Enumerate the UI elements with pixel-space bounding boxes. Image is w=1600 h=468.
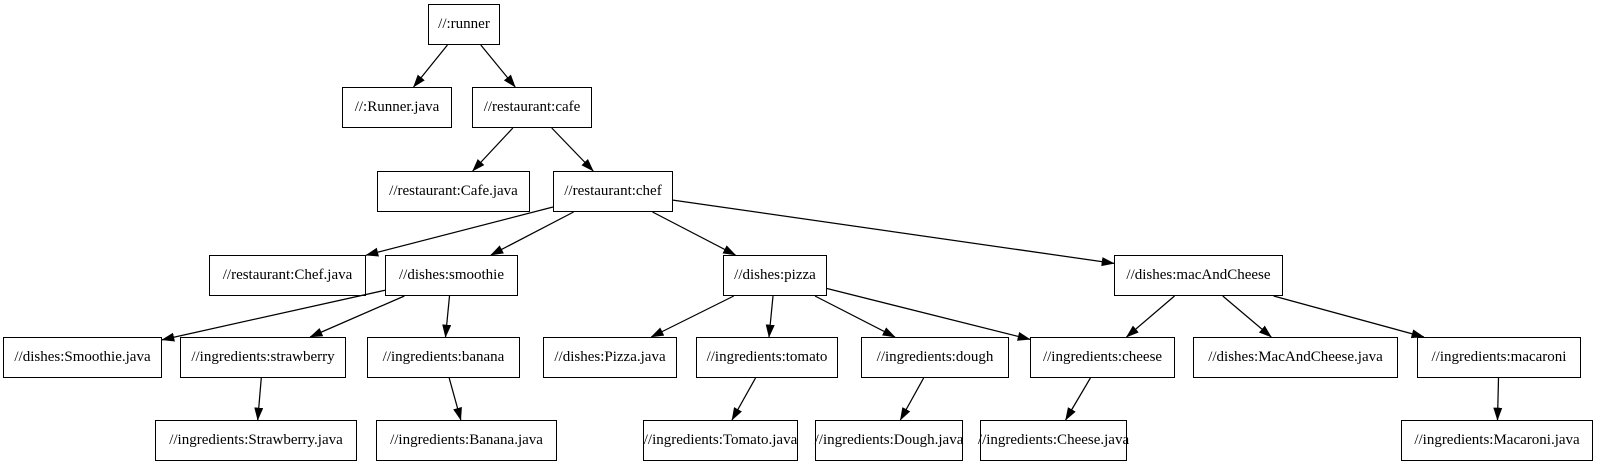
graph-node-strawberry: //ingredients:strawberry xyxy=(180,337,346,378)
graph-edge-cafe-to-chef xyxy=(551,127,594,172)
graph-edge-runner-to-runner_java xyxy=(413,44,448,88)
graph-edge-macandcheese-to-macaroni xyxy=(1273,295,1425,339)
graph-edge-cafe-to-cafe_java xyxy=(472,127,514,172)
graph-edge-pizza-to-dough xyxy=(814,295,896,338)
graph-node-smoothie_java: //dishes:Smoothie.java xyxy=(3,337,162,378)
graph-edge-chef-to-pizza xyxy=(652,211,737,256)
graph-edge-macaroni-to-macaroni_java xyxy=(1493,377,1503,421)
graph-node-cheese: //ingredients:cheese xyxy=(1030,337,1175,378)
graph-node-dough: //ingredients:dough xyxy=(861,337,1009,378)
graph-edge-macandcheese-to-macandcheese_java xyxy=(1222,295,1272,338)
graph-node-strawberry_java: //ingredients:Strawberry.java xyxy=(155,420,357,461)
graph-node-macaroni_java: //ingredients:Macaroni.java xyxy=(1401,420,1593,461)
graph-node-banana_java: //ingredients:Banana.java xyxy=(376,420,557,461)
graph-node-dough_java: //ingredients:Dough.java xyxy=(815,420,963,461)
graph-edge-pizza-to-tomato xyxy=(765,295,775,338)
graph-node-macandcheese: //dishes:macAndCheese xyxy=(1114,255,1283,296)
graph-edge-runner-to-cafe xyxy=(480,44,516,88)
graph-node-chef: //restaurant:chef xyxy=(553,171,673,212)
graph-edge-pizza-to-cheese xyxy=(826,287,1031,341)
graph-node-tomato: //ingredients:tomato xyxy=(696,337,838,378)
graph-edge-banana-to-banana_java xyxy=(448,377,462,421)
graph-node-cheese_java: //ingredients:Cheese.java xyxy=(978,420,1129,461)
graph-edge-dough-to-dough_java xyxy=(899,377,925,421)
graph-edge-chef-to-smoothie xyxy=(490,211,574,256)
graph-edge-cheese-to-cheese_java xyxy=(1065,377,1091,421)
graph-edge-strawberry-to-strawberry_java xyxy=(254,377,264,421)
graph-edge-smoothie-to-smoothie_java xyxy=(161,289,386,342)
graph-node-runner: //:runner xyxy=(428,4,500,45)
graph-edge-tomato-to-tomato_java xyxy=(731,377,757,421)
graph-node-macaroni: //ingredients:macaroni xyxy=(1417,337,1581,378)
graph-node-pizza: //dishes:pizza xyxy=(723,255,827,296)
graph-node-smoothie: //dishes:smoothie xyxy=(385,255,518,296)
graph-node-runner_java: //:Runner.java xyxy=(342,87,452,128)
graph-edge-chef-to-chef_java xyxy=(365,206,554,257)
graph-node-banana: //ingredients:banana xyxy=(367,337,520,378)
graph-edge-smoothie-to-banana xyxy=(442,295,452,338)
graph-edge-pizza-to-pizza_java xyxy=(650,295,735,338)
graph-edge-smoothie-to-strawberry xyxy=(309,295,405,338)
graph-node-macandcheese_java: //dishes:MacAndCheese.java xyxy=(1193,337,1398,378)
graph-edge-chef-to-macandcheese xyxy=(672,199,1115,267)
graph-node-pizza_java: //dishes:Pizza.java xyxy=(543,337,677,378)
graph-edge-macandcheese-to-cheese xyxy=(1125,295,1175,338)
graph-node-cafe_java: //restaurant:Cafe.java xyxy=(377,171,530,212)
graph-node-cafe: //restaurant:cafe xyxy=(472,87,592,128)
graph-node-tomato_java: //ingredients:Tomato.java xyxy=(643,420,798,461)
graph-node-chef_java: //restaurant:Chef.java xyxy=(209,255,366,296)
